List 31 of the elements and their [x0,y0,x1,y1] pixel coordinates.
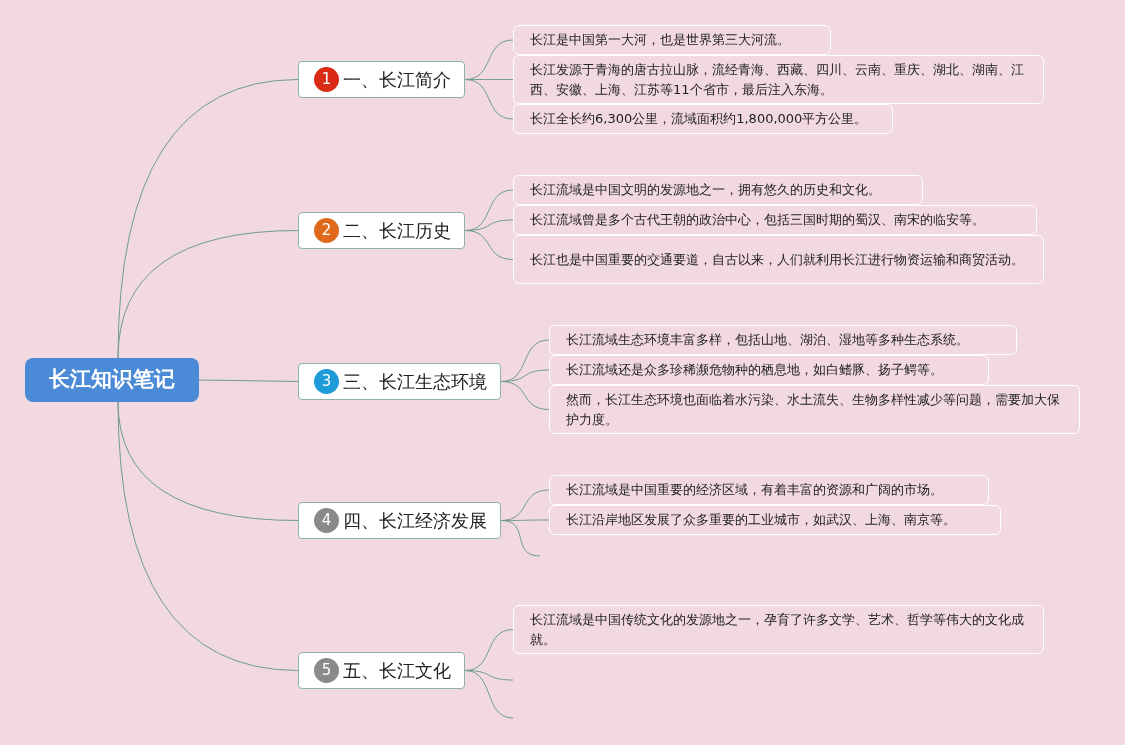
connector-line [117,230,299,359]
connector-line [464,230,514,260]
connector-line [500,381,550,410]
note-box: 长江沿岸地区发展了众多重要的工业城市，如武汉、上海、南京等。 [549,505,1001,535]
number-badge: 4 [314,508,339,533]
topic-title: 四、长江经济发展 [343,509,487,533]
note-box: 长江流域还是众多珍稀濒危物种的栖息地，如白鳍豚、扬子鳄等。 [549,355,989,385]
number-badge: 5 [314,658,339,683]
note-box: 长江全长约6,300公里，流域面积约1,800,000平方公里。 [513,104,893,134]
connector-line [464,670,514,719]
note-box: 长江流域生态环境丰富多样，包括山地、湖泊、湿地等多种生态系统。 [549,325,1017,355]
number-badge: 2 [314,218,339,243]
note-box: 长江也是中国重要的交通要道，自古以来，人们就利用长江进行物资运输和商贸活动。 [513,235,1044,284]
topic-title: 五、长江文化 [343,659,451,683]
connector-line [198,379,299,382]
number-badge: 3 [314,369,339,394]
note-box: 然而，长江生态环境也面临着水污染、水土流失、生物多样性减少等问题，需要加大保护力度。 [549,385,1080,434]
note-box: 长江流域曾是多个古代王朝的政治中心，包括三国时期的蜀汉、南宋的临安等。 [513,205,1037,235]
connector-line [500,520,541,557]
connector-line [464,79,514,120]
note-box: 长江发源于青海的唐古拉山脉，流经青海、西藏、四川、云南、重庆、湖北、湖南、江西、安徽、上海、江苏等11个省市，最后注入东海。 [513,55,1044,104]
note-box: 长江是中国第一大河，也是世界第三大河流。 [513,25,831,55]
note-box: 长江流域是中国传统文化的发源地之一，孕育了许多文学、艺术、哲学等伟大的文化成就。 [513,605,1044,654]
note-box: 长江流域是中国文明的发源地之一，拥有悠久的历史和文化。 [513,175,923,205]
topic-title: 二、长江历史 [343,219,451,243]
topic-title: 一、长江简介 [343,68,451,92]
root-topic-box: 长江知识笔记 [25,358,199,402]
number-badge: 1 [314,67,339,92]
topic-title: 三、长江生态环境 [343,370,487,394]
note-box: 长江流域是中国重要的经济区域，有着丰富的资源和广阔的市场。 [549,475,989,505]
connector-line [117,401,299,671]
